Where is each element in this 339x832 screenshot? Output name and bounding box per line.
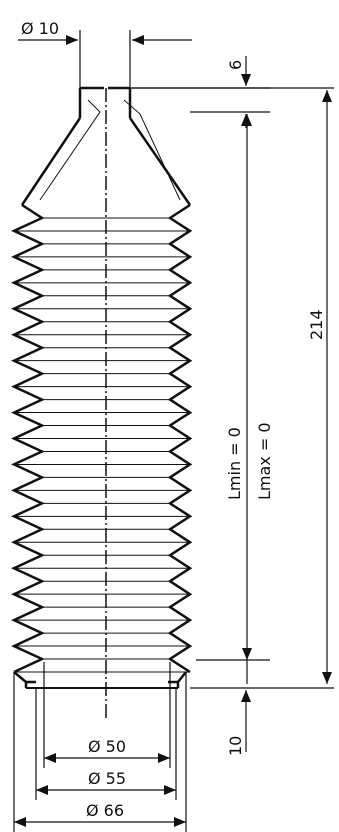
- label-diameter-50: Ø 50: [88, 737, 126, 756]
- dimension-lines: [13, 30, 334, 832]
- label-top-diameter: Ø 10: [21, 19, 59, 38]
- convolution-ribs: [14, 217, 190, 673]
- cone-inner-right: [123, 99, 181, 201]
- bottom-cuff-right: [168, 671, 187, 688]
- label-diameter-55: Ø 55: [88, 769, 126, 788]
- cone-inner-left: [39, 99, 101, 201]
- label-top-offset: 6: [226, 60, 245, 70]
- bellows-outline: [11, 86, 193, 689]
- dimension-arrows: [14, 35, 332, 827]
- label-lmax: Lmax = 0: [255, 422, 274, 500]
- cone-right: [128, 117, 192, 206]
- bottom-cuff-left: [13, 671, 36, 688]
- label-total-length: 214: [307, 309, 326, 340]
- cone-left: [20, 117, 82, 206]
- label-diameter-66: Ø 66: [86, 801, 124, 820]
- label-bottom-offset: 10: [226, 736, 245, 756]
- label-lmin: Lmin = 0: [225, 427, 244, 500]
